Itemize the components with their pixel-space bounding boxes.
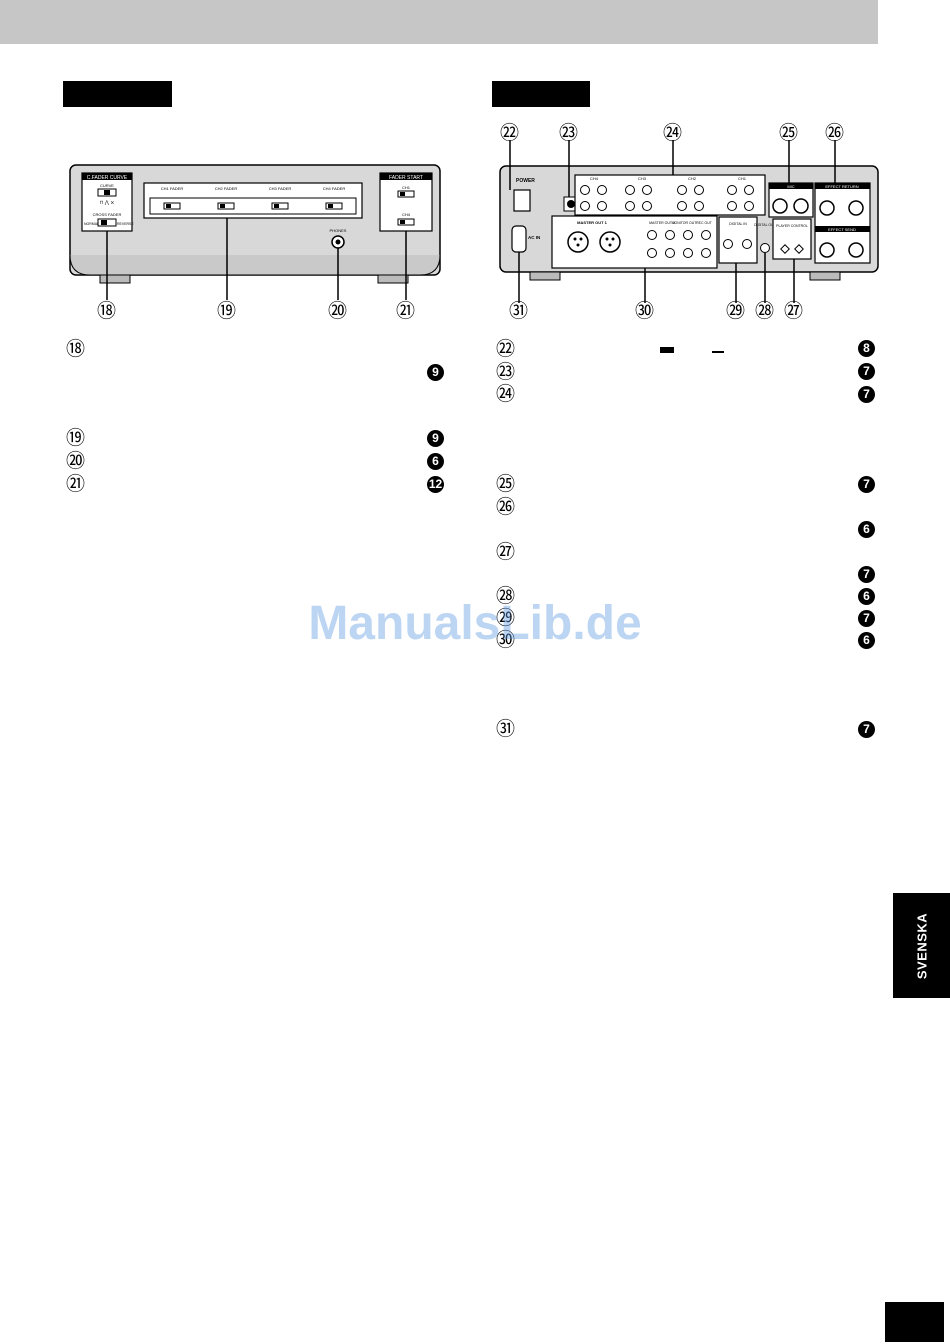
rear-callout-24: ㉔ — [663, 122, 683, 144]
ch4-label: CH4 — [590, 176, 599, 181]
cross-fader-label: CROSS FADER — [93, 212, 122, 217]
front-callout-21: ㉑ — [396, 300, 416, 322]
left-ref-21: 12 — [427, 476, 444, 493]
digital-out-label: DIGITAL OUT — [754, 223, 776, 227]
ch3-fader-switch[interactable] — [271, 202, 289, 210]
left-item-20: ⑳ — [66, 450, 86, 472]
svg-text:⊓ ⋀ ⨯: ⊓ ⋀ ⨯ — [100, 200, 115, 206]
right-ref-30: 6 — [858, 632, 875, 649]
power-label: POWER — [516, 178, 535, 184]
ch3-fader-label: CH3 FADER — [269, 186, 292, 191]
monitor-out-label: MONITOR OUT — [672, 221, 698, 225]
watermark: ManualsLib.de — [308, 597, 642, 650]
rec-out-label: REC OUT — [696, 221, 713, 225]
right-ref-28: 6 — [858, 588, 875, 605]
right-ref-31: 7 — [858, 721, 875, 738]
effect-return-r-jack[interactable] — [848, 200, 864, 216]
rear-callout-23: ㉓ — [559, 122, 579, 144]
player-control-label: PLAYER CONTROL — [776, 224, 808, 228]
right-ref-27: 7 — [858, 566, 875, 583]
effect-return-l-jack[interactable] — [819, 200, 835, 216]
rear-callout-29: ㉙ — [726, 300, 746, 322]
ch1-fader-label: CH1 FADER — [161, 186, 184, 191]
language-tab-label: SVENSKA — [914, 912, 929, 979]
front-panel-diagram: C.FADER CURVE CURVE ⊓ ⋀ ⨯ CROSS FADER NO… — [69, 164, 441, 300]
digital-in-label: DIGITAL IN — [729, 222, 747, 226]
switch-on-icon — [660, 347, 674, 353]
rear-callout-27: ㉗ — [784, 300, 804, 322]
right-ref-24: 7 — [858, 386, 875, 403]
right-item-22: ㉒ — [496, 338, 516, 360]
right-ref-29: 7 — [858, 610, 875, 627]
master-out2-label: MASTER OUT 2 — [649, 221, 675, 225]
ch4-fader-switch[interactable] — [325, 202, 343, 210]
effect-send-l-jack[interactable] — [819, 242, 835, 258]
front-section-heading — [63, 81, 172, 107]
right-item-31: ㉛ — [496, 718, 516, 740]
ch1-fader-switch[interactable] — [163, 202, 181, 210]
effect-send-r-jack[interactable] — [848, 242, 864, 258]
left-ref-18: 9 — [427, 364, 444, 381]
curve-label: CURVE — [100, 183, 114, 188]
rear-section-heading — [492, 81, 590, 107]
cross-normal-label: NORMAL — [84, 222, 99, 226]
mic-label: MIC — [787, 184, 794, 189]
left-item-21: ㉑ — [66, 473, 86, 495]
right-ref-26: 6 — [858, 521, 875, 538]
fader-start-ch4: CH4 — [402, 212, 411, 217]
fader-curve-title: C.FADER CURVE — [87, 175, 128, 181]
power-switch[interactable] — [513, 189, 531, 212]
rear-callout-25: ㉕ — [779, 122, 799, 144]
fader-start-ch1: CH1 — [402, 185, 411, 190]
right-item-24: ㉔ — [496, 383, 516, 405]
ch2-fader-switch[interactable] — [217, 202, 235, 210]
ac-in-label: AC IN — [528, 235, 540, 240]
rear-callout-30: ㉚ — [635, 300, 655, 322]
right-item-28: ㉘ — [496, 585, 516, 607]
right-item-27: ㉗ — [496, 541, 516, 563]
rear-panel-diagram: POWER AC IN CH4 CH3 CH2 CH1 MIC EFFECT R… — [499, 140, 879, 303]
ch1-label: CH1 — [738, 176, 747, 181]
effect-return-label: EFFECT RETURN — [825, 184, 858, 189]
left-ref-20: 6 — [427, 453, 444, 470]
mic1-jack[interactable] — [793, 198, 809, 214]
front-callout-20: ⑳ — [328, 300, 348, 322]
language-tab: SVENSKA — [893, 893, 950, 998]
front-callout-19: ⑲ — [217, 300, 237, 322]
effect-send-label: EFFECT SEND — [828, 227, 856, 232]
header-bar — [0, 0, 878, 44]
rear-callout-31: ㉛ — [509, 300, 529, 322]
phones-label: PHONES — [330, 228, 347, 233]
rear-callout-28: ㉘ — [755, 300, 775, 322]
left-item-19: ⑲ — [66, 427, 86, 449]
ch2-fader-label: CH2 FADER — [215, 186, 238, 191]
front-callout-18: ⑱ — [97, 300, 117, 322]
rear-callout-26: ㉖ — [825, 122, 845, 144]
master-out-label: MASTER OUT 1 — [577, 220, 608, 225]
mic2-jack[interactable] — [772, 198, 788, 214]
fader-start-ch4-switch[interactable] — [397, 218, 415, 226]
right-ref-23: 7 — [858, 363, 875, 380]
right-item-23: ㉓ — [496, 361, 516, 383]
left-ref-19: 9 — [427, 430, 444, 447]
right-item-26: ㉖ — [496, 496, 516, 518]
rear-callout-22: ㉒ — [500, 122, 520, 144]
right-item-29: ㉙ — [496, 607, 516, 629]
ch3-label: CH3 — [638, 176, 647, 181]
right-item-25: ㉕ — [496, 473, 516, 495]
right-item-30: ㉚ — [496, 629, 516, 651]
ac-in-socket[interactable] — [511, 225, 527, 253]
switch-off-icon — [712, 351, 724, 353]
cross-reverse-label: REVERSE — [117, 222, 134, 226]
ch2-label: CH2 — [688, 176, 697, 181]
ch4-fader-label: CH4 FADER — [323, 186, 346, 191]
left-item-18: ⑱ — [66, 338, 86, 360]
page-number-box — [885, 1302, 944, 1342]
right-ref-25: 7 — [858, 476, 875, 493]
right-ref-22: 8 — [858, 340, 875, 357]
fader-start-title: FADER START — [389, 175, 423, 181]
digital-out-jack[interactable] — [760, 243, 770, 253]
fader-start-ch1-switch[interactable] — [397, 190, 415, 198]
